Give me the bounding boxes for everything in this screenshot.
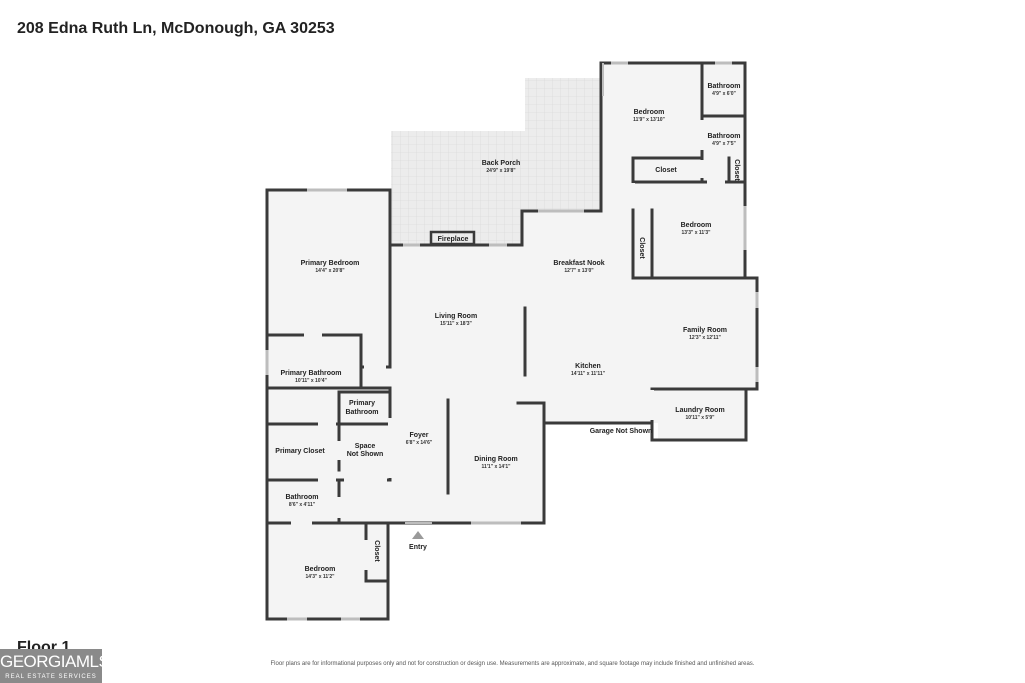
bedroom-ne-dim: 11'9" x 13'10" xyxy=(633,117,665,123)
space-not-shown-line2: Not Shown xyxy=(347,451,384,458)
laundry-room-name: Laundry Room xyxy=(675,407,724,414)
primary-bedroom-dim: 14'4" x 20'8" xyxy=(315,268,345,274)
logo-main-text: GEORGIAMLS xyxy=(0,652,102,671)
windows xyxy=(265,61,759,621)
living-room-name: Living Room xyxy=(435,313,477,320)
back-porch-name: Back Porch xyxy=(482,160,521,167)
entry-label: Entry xyxy=(409,544,427,551)
primary-bedroom-name: Primary Bedroom xyxy=(301,260,360,267)
primary-bathroom-small-line1: Primary xyxy=(349,400,375,407)
bedroom-ne-name: Bedroom xyxy=(634,109,665,116)
foyer-dim: 6'8" x 14'6" xyxy=(406,440,433,446)
primary-bathroom-dim: 10'11" x 10'4" xyxy=(295,378,327,384)
entry-arrow-icon xyxy=(412,531,424,539)
foyer-name: Foyer xyxy=(409,432,428,439)
room-labels: Back Porch 24'9" x 19'8" Bedroom 11'9" x… xyxy=(275,83,740,580)
bathroom-ne-top-name: Bathroom xyxy=(707,83,740,90)
closet-sw-name: Closet xyxy=(373,540,380,562)
back-porch-dim: 24'9" x 19'8" xyxy=(486,168,516,174)
bedroom-e-dim: 13'3" x 11'3" xyxy=(681,230,711,236)
bathroom-ne-mid-dim: 4'9" x 7'5" xyxy=(712,141,736,147)
closet-ne-name: Closet xyxy=(655,167,677,174)
bedroom-sw-dim: 14'3" x 11'2" xyxy=(305,574,335,580)
breakfast-nook-name: Breakfast Nook xyxy=(553,260,604,267)
primary-bathroom-small-line2: Bathroom xyxy=(345,409,378,416)
breakfast-nook-dim: 12'7" x 13'0" xyxy=(564,268,594,274)
georgia-mls-logo: GEORGIAMLS REAL ESTATE SERVICES xyxy=(0,649,102,683)
bedroom-sw-name: Bedroom xyxy=(305,566,336,573)
bathroom-ne-top-dim: 4'9" x 6'0" xyxy=(712,91,736,97)
floor-fill xyxy=(267,63,757,619)
openings xyxy=(291,63,725,570)
primary-bathroom-name: Primary Bathroom xyxy=(280,370,341,377)
fireplace-name: Fireplace xyxy=(438,236,469,243)
dining-room-dim: 11'1" x 14'1" xyxy=(481,464,511,470)
bathroom-ne-mid-name: Bathroom xyxy=(707,133,740,140)
closet-e-name: Closet xyxy=(638,237,645,259)
living-room-dim: 15'11" x 18'3" xyxy=(440,321,472,327)
family-room-name: Family Room xyxy=(683,327,727,334)
bathroom-w-name: Bathroom xyxy=(285,494,318,501)
primary-closet-name: Primary Closet xyxy=(275,448,325,455)
bedroom-e-name: Bedroom xyxy=(681,222,712,229)
property-address: 208 Edna Ruth Ln, McDonough, GA 30253 xyxy=(17,20,335,37)
logo-sub-text: REAL ESTATE SERVICES xyxy=(5,674,97,680)
kitchen-dim: 14'11" x 11'11" xyxy=(571,371,606,377)
garage-label: Garage Not Shown xyxy=(590,428,653,435)
family-room-dim: 12'3" x 12'11" xyxy=(689,335,721,341)
bathroom-w-dim: 8'6" x 4'11" xyxy=(289,502,316,508)
dining-room-name: Dining Room xyxy=(474,456,518,463)
laundry-room-dim: 10'11" x 5'9" xyxy=(685,415,715,421)
closet-ne-small-name: Closet xyxy=(733,159,740,181)
space-not-shown-line1: Space xyxy=(355,443,376,450)
disclaimer: Floor plans are for informational purpos… xyxy=(270,661,755,667)
kitchen-name: Kitchen xyxy=(575,363,601,370)
